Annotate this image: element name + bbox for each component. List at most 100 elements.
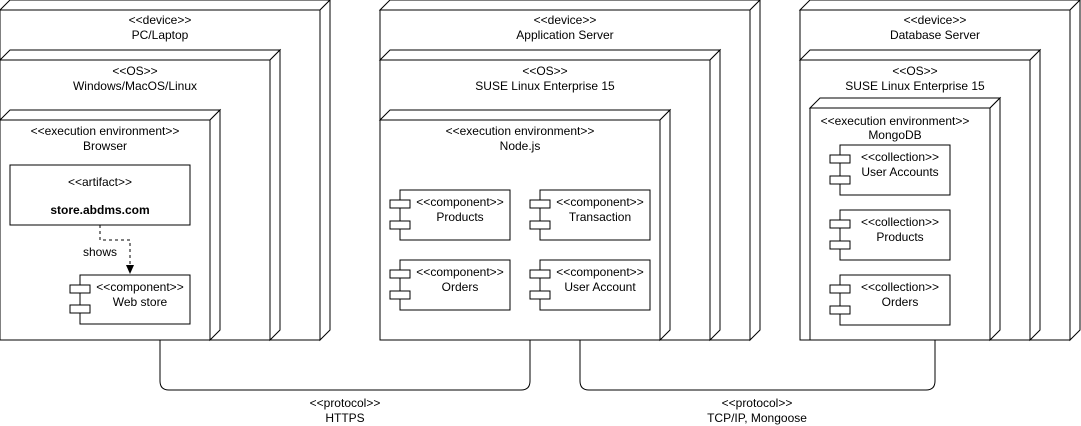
env-side-face [989, 96, 1001, 342]
component-port-icon [389, 220, 411, 230]
component-port-icon [829, 154, 851, 164]
env-stereotype: <<execution environment>> [446, 124, 595, 138]
device-top-face [378, 0, 761, 11]
component-port-icon [389, 199, 411, 209]
artifact-stereotype: <<artifact>> [68, 175, 132, 189]
collection-name: User Accounts [861, 165, 938, 179]
device-stereotype: <<device>> [534, 13, 597, 27]
collection-box [839, 144, 951, 196]
component-port-icon [529, 220, 551, 230]
connector-line [579, 340, 936, 391]
collection-orders[interactable]: <<collection>> Orders [829, 274, 951, 326]
artifact-name: store.abdms.com [50, 203, 149, 217]
component-box [399, 259, 511, 311]
collection-name: Orders [882, 295, 919, 309]
os-name: SUSE Linux Enterprise 15 [845, 79, 985, 93]
component-transaction[interactable]: <<component>> Transaction [529, 189, 651, 241]
component-box [539, 189, 651, 241]
dependency-line [99, 225, 131, 266]
component-port-icon [829, 284, 851, 294]
dependency-label: shows [83, 245, 117, 259]
component-port-icon [529, 269, 551, 279]
collection-box [839, 209, 951, 261]
shows-dependency[interactable]: shows [83, 225, 134, 274]
connector-line [159, 340, 531, 391]
collection-stereotype: <<collection>> [861, 150, 939, 164]
component-port-icon [829, 175, 851, 185]
env-name: Browser [83, 139, 127, 153]
env-name: Node.js [500, 139, 541, 153]
device-name: PC/Laptop [132, 28, 189, 42]
device-top-face [0, 0, 331, 11]
component-name: Orders [442, 280, 479, 294]
component-box [79, 274, 191, 325]
collection-name: Products [876, 230, 923, 244]
protocol-https-connector[interactable]: <<protocol>> HTTPS [159, 340, 531, 425]
artifact-box [9, 164, 191, 226]
component-port-icon [829, 305, 851, 315]
os-top-face [0, 49, 282, 61]
os-stereotype: <<OS>> [522, 64, 567, 78]
collection-products[interactable]: <<collection>> Products [829, 209, 951, 261]
component-name: Web store [113, 295, 168, 309]
component-stereotype: <<component>> [416, 265, 503, 279]
component-port-icon [389, 269, 411, 279]
device-side-face [319, 0, 331, 342]
component-port-icon [69, 284, 91, 294]
component-web-store[interactable]: <<component>> Web store [69, 274, 191, 325]
env-top-face [808, 97, 1002, 109]
protocol-name: HTTPS [325, 411, 364, 425]
collection-stereotype: <<collection>> [861, 280, 939, 294]
collection-user-accounts[interactable]: <<collection>> User Accounts [829, 144, 951, 196]
device-top-face [798, 0, 1081, 11]
component-stereotype: <<component>> [556, 265, 643, 279]
env-side-face [659, 108, 671, 342]
env-name: MongoDB [868, 128, 921, 142]
component-name: Products [436, 210, 483, 224]
env-top-face [0, 109, 222, 121]
os-top-face [378, 49, 722, 61]
device-name: Application Server [516, 28, 613, 42]
env-stereotype: <<execution environment>> [31, 124, 180, 138]
component-user-account[interactable]: <<component>> User Account [529, 259, 651, 311]
protocol-tcpip-connector[interactable]: <<protocol>> TCP/IP, Mongoose [579, 340, 936, 425]
device-name: Database Server [890, 28, 980, 42]
protocol-stereotype: <<protocol>> [310, 396, 381, 410]
os-side-face [1029, 48, 1041, 342]
component-products[interactable]: <<component>> Products [389, 189, 511, 241]
component-port-icon [529, 199, 551, 209]
component-port-icon [829, 240, 851, 250]
component-stereotype: <<component>> [96, 280, 183, 294]
os-stereotype: <<OS>> [112, 64, 157, 78]
device-side-face [749, 0, 761, 342]
component-stereotype: <<component>> [416, 195, 503, 209]
component-box [539, 259, 651, 311]
component-port-icon [829, 219, 851, 229]
protocol-stereotype: <<protocol>> [722, 396, 793, 410]
collection-stereotype: <<collection>> [861, 215, 939, 229]
device-side-face [1069, 0, 1081, 342]
env-top-face [378, 109, 672, 121]
os-name: Windows/MacOS/Linux [73, 79, 197, 93]
collection-box [839, 274, 951, 326]
os-name: SUSE Linux Enterprise 15 [475, 79, 615, 93]
component-stereotype: <<component>> [556, 195, 643, 209]
env-side-face [209, 108, 221, 342]
component-port-icon [529, 290, 551, 300]
os-side-face [269, 48, 281, 342]
component-orders[interactable]: <<component>> Orders [389, 259, 511, 311]
artifact-store[interactable]: <<artifact>> store.abdms.com [9, 164, 191, 226]
component-name: User Account [564, 280, 636, 294]
component-port-icon [69, 304, 91, 314]
protocol-name: TCP/IP, Mongoose [707, 411, 807, 425]
os-stereotype: <<OS>> [892, 64, 937, 78]
os-top-face [798, 49, 1042, 61]
component-port-icon [389, 290, 411, 300]
os-side-face [709, 48, 721, 342]
device-stereotype: <<device>> [129, 13, 192, 27]
device-stereotype: <<device>> [904, 13, 967, 27]
dependency-arrowhead [126, 265, 134, 274]
env-stereotype: <<execution environment>> [821, 114, 970, 128]
component-name: Transaction [569, 210, 631, 224]
